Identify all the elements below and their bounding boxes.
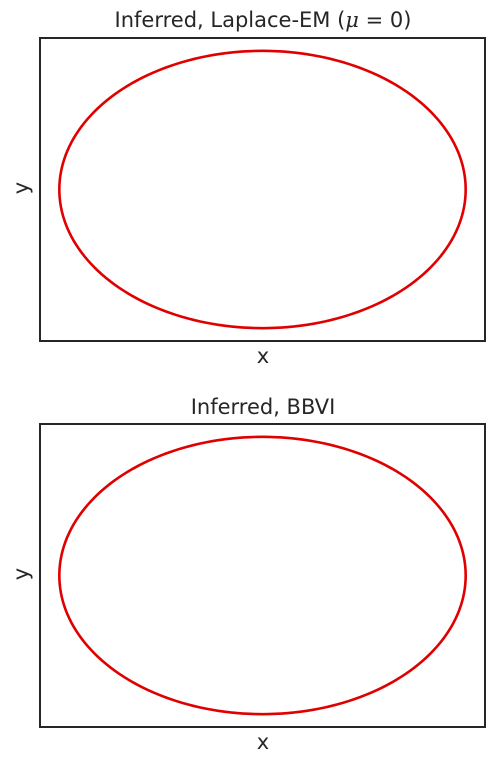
plot-frame bbox=[39, 37, 486, 342]
chart-title: Inferred, Laplace-EM (μ = 0) bbox=[114, 8, 412, 32]
series-line bbox=[58, 49, 467, 330]
chart-title: Inferred, BBVI bbox=[190, 395, 336, 419]
plot-area bbox=[39, 423, 486, 728]
x-axis-label: x bbox=[256, 730, 270, 754]
x-axis-label: x bbox=[256, 344, 270, 368]
y-axis-label: y bbox=[9, 567, 33, 581]
y-axis-label: y bbox=[9, 181, 33, 195]
chart-panel-laplace-em: Inferred, Laplace-EM (μ = 0) x y bbox=[9, 8, 486, 368]
chart-panel-bbvi: Inferred, BBVI x y bbox=[0, 383, 493, 766]
plot-frame bbox=[39, 423, 486, 728]
plot-area bbox=[39, 37, 486, 342]
series-line bbox=[58, 435, 467, 716]
